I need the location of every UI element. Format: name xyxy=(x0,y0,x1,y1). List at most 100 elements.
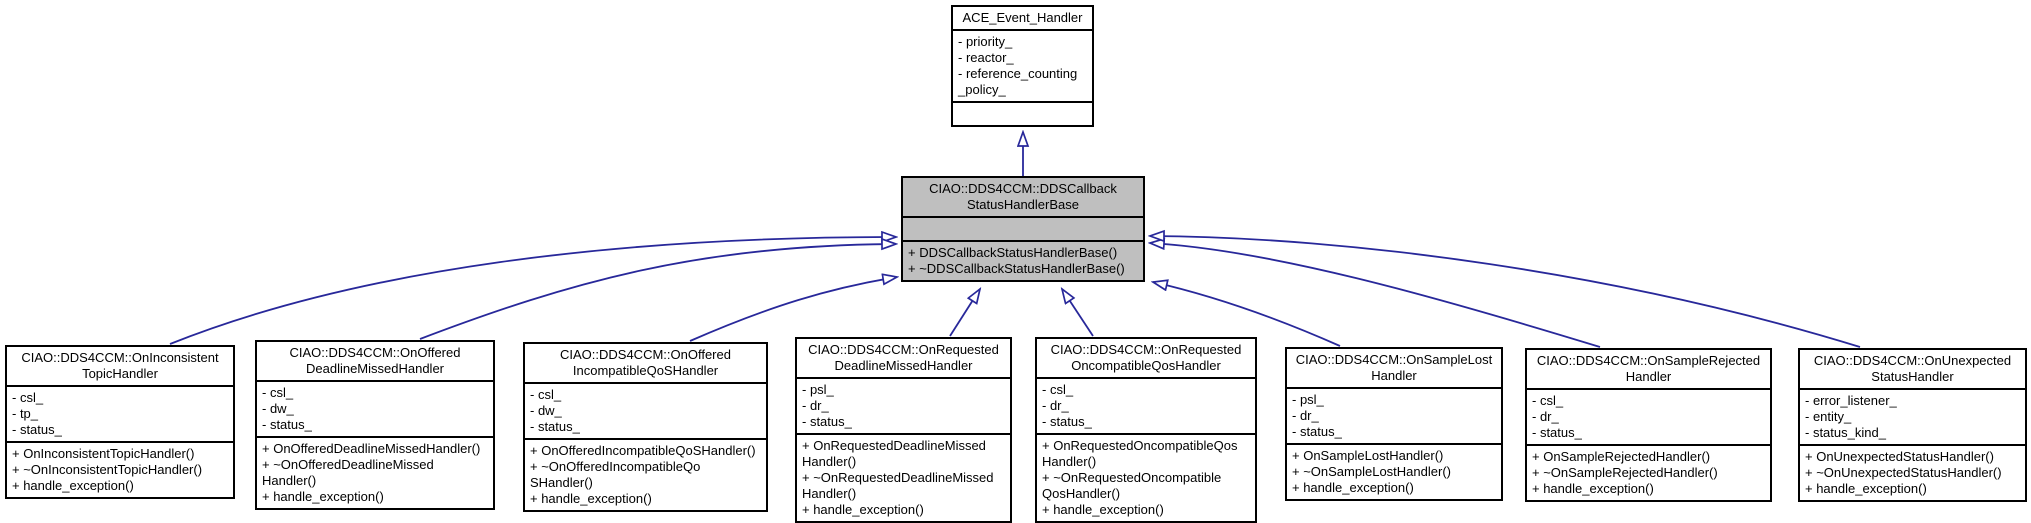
class-methods: + OnUnexpectedStatusHandler()+ ~OnUnexpe… xyxy=(1800,444,2025,500)
text-line: - csl_ xyxy=(12,390,44,405)
text-line: Handler() xyxy=(802,486,857,501)
text-line: CIAO::DDS4CCM::OnOffered xyxy=(560,347,731,362)
text-line: + handle_exception() xyxy=(530,491,652,506)
text-line: - tp_ xyxy=(12,406,39,421)
text-line: - reactor_ xyxy=(958,50,1014,65)
class-title: ACE_Event_Handler xyxy=(953,7,1092,29)
class-methods: + OnSampleRejectedHandler()+ ~OnSampleRe… xyxy=(1527,444,1770,500)
class-attributes: - csl_- dr_- status_ xyxy=(1527,388,1770,444)
edge-d1-to-base xyxy=(169,237,896,345)
class-attributes: - error_listener_- entity_- status_kind_ xyxy=(1800,388,2025,444)
class-methods: + OnOfferedDeadlineMissedHandler()+ ~OnO… xyxy=(257,436,493,508)
text-line: - reference_counting xyxy=(958,66,1078,81)
edge-d7-to-base xyxy=(1150,243,1601,348)
class-attributes: - csl_- dr_- status_ xyxy=(1037,377,1255,433)
text-line: Handler() xyxy=(262,473,317,488)
text-line: _policy_ xyxy=(958,82,1006,97)
class-attributes: - psl_- dr_- status_ xyxy=(1287,387,1501,443)
edge-d5-to-base xyxy=(1062,289,1094,337)
text-line: + ~OnSampleRejectedHandler() xyxy=(1532,465,1718,480)
text-line: + ~OnRequestedOncompatible xyxy=(1042,470,1222,485)
text-line: - status_ xyxy=(1042,414,1092,429)
text-line: CIAO::DDS4CCM::OnRequested xyxy=(1050,342,1242,357)
text-line: - priority_ xyxy=(958,34,1013,49)
edge-d3-to-base xyxy=(689,277,897,342)
text-line: - status_ xyxy=(12,422,62,437)
text-line: + handle_exception() xyxy=(12,478,134,493)
text-line: + OnOfferedDeadlineMissedHandler() xyxy=(262,441,481,456)
edge-d4-to-base xyxy=(949,289,980,337)
text-line: - entity_ xyxy=(1805,409,1852,424)
text-line: + DDSCallbackStatusHandlerBase() xyxy=(908,245,1118,260)
text-line: - dr_ xyxy=(1042,398,1069,413)
text-line: - status_ xyxy=(262,417,312,432)
class-attributes: - csl_- dw_- status_ xyxy=(525,382,766,438)
text-line: + handle_exception() xyxy=(262,489,384,504)
text-line: - dr_ xyxy=(1292,408,1319,423)
text-line: Handler() xyxy=(1042,454,1097,469)
edge-d8-to-base xyxy=(1150,236,1861,348)
text-line: - status_ xyxy=(530,419,580,434)
class-methods: + OnSampleLostHandler()+ ~OnSampleLostHa… xyxy=(1287,443,1501,499)
text-line: CIAO::DDS4CCM::OnSampleLost xyxy=(1295,352,1493,367)
text-line: - csl_ xyxy=(1532,393,1564,408)
text-line: StatusHandlerBase xyxy=(966,197,1079,212)
text-line: + OnSampleRejectedHandler() xyxy=(1532,449,1711,464)
text-line: + OnInconsistentTopicHandler() xyxy=(12,446,195,461)
text-line: TopicHandler xyxy=(82,366,158,381)
text-line: Handler xyxy=(1371,368,1417,383)
class-attributes: - csl_- tp_- status_ xyxy=(7,385,233,441)
class-methods: + DDSCallbackStatusHandlerBase()+ ~DDSCa… xyxy=(903,240,1143,280)
text-line: + ~OnRequestedDeadlineMissed xyxy=(802,470,994,485)
text-line: ACE_Event_Handler xyxy=(962,10,1083,25)
text-line: + ~OnSampleLostHandler() xyxy=(1292,464,1451,479)
class-node-ace-event-handler[interactable]: ACE_Event_Handler - priority_- reactor_-… xyxy=(951,5,1094,127)
text-line: + ~OnOfferedDeadlineMissed xyxy=(262,457,434,472)
text-line: + handle_exception() xyxy=(1042,502,1164,517)
text-line: CIAO::DDS4CCM::OnUnexpected xyxy=(1813,353,2012,368)
text-line: - dw_ xyxy=(530,403,562,418)
text-line: + OnRequestedOncompatibleQos xyxy=(1042,438,1238,453)
text-line: + ~OnInconsistentTopicHandler() xyxy=(12,462,203,477)
text-line: + OnRequestedDeadlineMissed xyxy=(802,438,986,453)
text-line: + OnSampleLostHandler() xyxy=(1292,448,1444,463)
text-line: QosHandler() xyxy=(1042,486,1121,501)
text-line: - dr_ xyxy=(1532,409,1559,424)
text-line: + ~DDSCallbackStatusHandlerBase() xyxy=(908,261,1125,276)
text-line: - dw_ xyxy=(262,401,294,416)
text-line: DeadlineMissedHandler xyxy=(305,361,445,376)
class-methods xyxy=(953,101,1092,125)
text-line: - psl_ xyxy=(1292,392,1324,407)
text-line: + handle_exception() xyxy=(1292,480,1414,495)
class-methods: + OnInconsistentTopicHandler()+ ~OnIncon… xyxy=(7,441,233,497)
text-line: + ~OnOfferedIncompatibleQo xyxy=(530,459,701,474)
text-line: + handle_exception() xyxy=(1805,481,1927,496)
text-line: - csl_ xyxy=(262,385,294,400)
class-methods: + OnOfferedIncompatibleQoSHandler()+ ~On… xyxy=(525,438,766,510)
text-line: - dr_ xyxy=(802,398,829,413)
class-attributes: - psl_- dr_- status_ xyxy=(797,377,1010,433)
class-attributes: - priority_- reactor_- reference_countin… xyxy=(953,29,1092,101)
text-line: CIAO::DDS4CCM::OnRequested xyxy=(808,342,999,357)
text-line: - error_listener_ xyxy=(1805,393,1897,408)
text-line: - status_ xyxy=(1532,425,1582,440)
text-line: - status_ xyxy=(1292,424,1342,439)
text-line: Handler xyxy=(1625,369,1672,384)
